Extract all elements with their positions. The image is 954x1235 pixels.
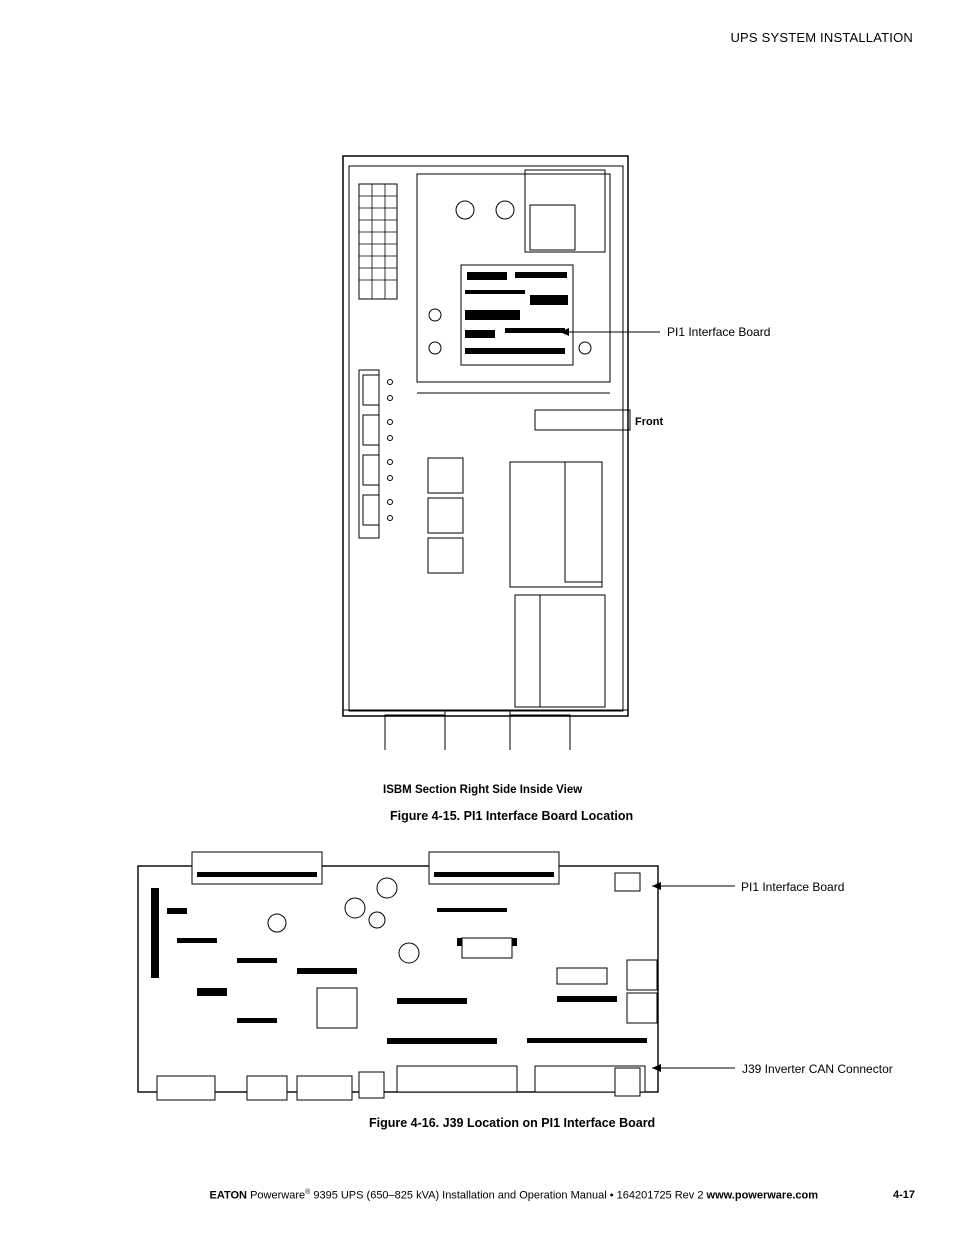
pi1-board-callout-1: PI1 Interface Board bbox=[667, 325, 771, 339]
callout-lines-fig2 bbox=[652, 882, 735, 1072]
section-header: UPS SYSTEM INSTALLATION bbox=[730, 30, 913, 45]
isbm-cabinet-drawing bbox=[342, 155, 631, 750]
page-number: 4-17 bbox=[892, 1189, 915, 1201]
footer-text: EATON Powerware® 9395 UPS (650–825 kVA) … bbox=[210, 1189, 818, 1202]
footer-product: Powerware bbox=[250, 1189, 306, 1202]
front-label: Front bbox=[635, 416, 664, 428]
j39-connector-callout: J39 Inverter CAN Connector bbox=[742, 1062, 893, 1076]
pi1-board-drawing bbox=[137, 851, 659, 1101]
pi1-board-callout-2: PI1 Interface Board bbox=[741, 880, 845, 894]
callout-lines-fig1 bbox=[560, 328, 660, 336]
footer-brand: EATON bbox=[209, 1189, 248, 1202]
figure1-subcaption: ISBM Section Right Side Inside View bbox=[383, 784, 583, 796]
figure2-caption: Figure 4-16. J39 Location on PI1 Interfa… bbox=[369, 1116, 656, 1130]
footer-manual: 9395 UPS (650–825 kVA) Installation and … bbox=[310, 1189, 707, 1202]
figure1-caption: Figure 4-15. PI1 Interface Board Locatio… bbox=[390, 809, 634, 823]
footer-website: www.powerware.com bbox=[706, 1189, 818, 1202]
footer-registered: ® bbox=[305, 1189, 311, 1196]
